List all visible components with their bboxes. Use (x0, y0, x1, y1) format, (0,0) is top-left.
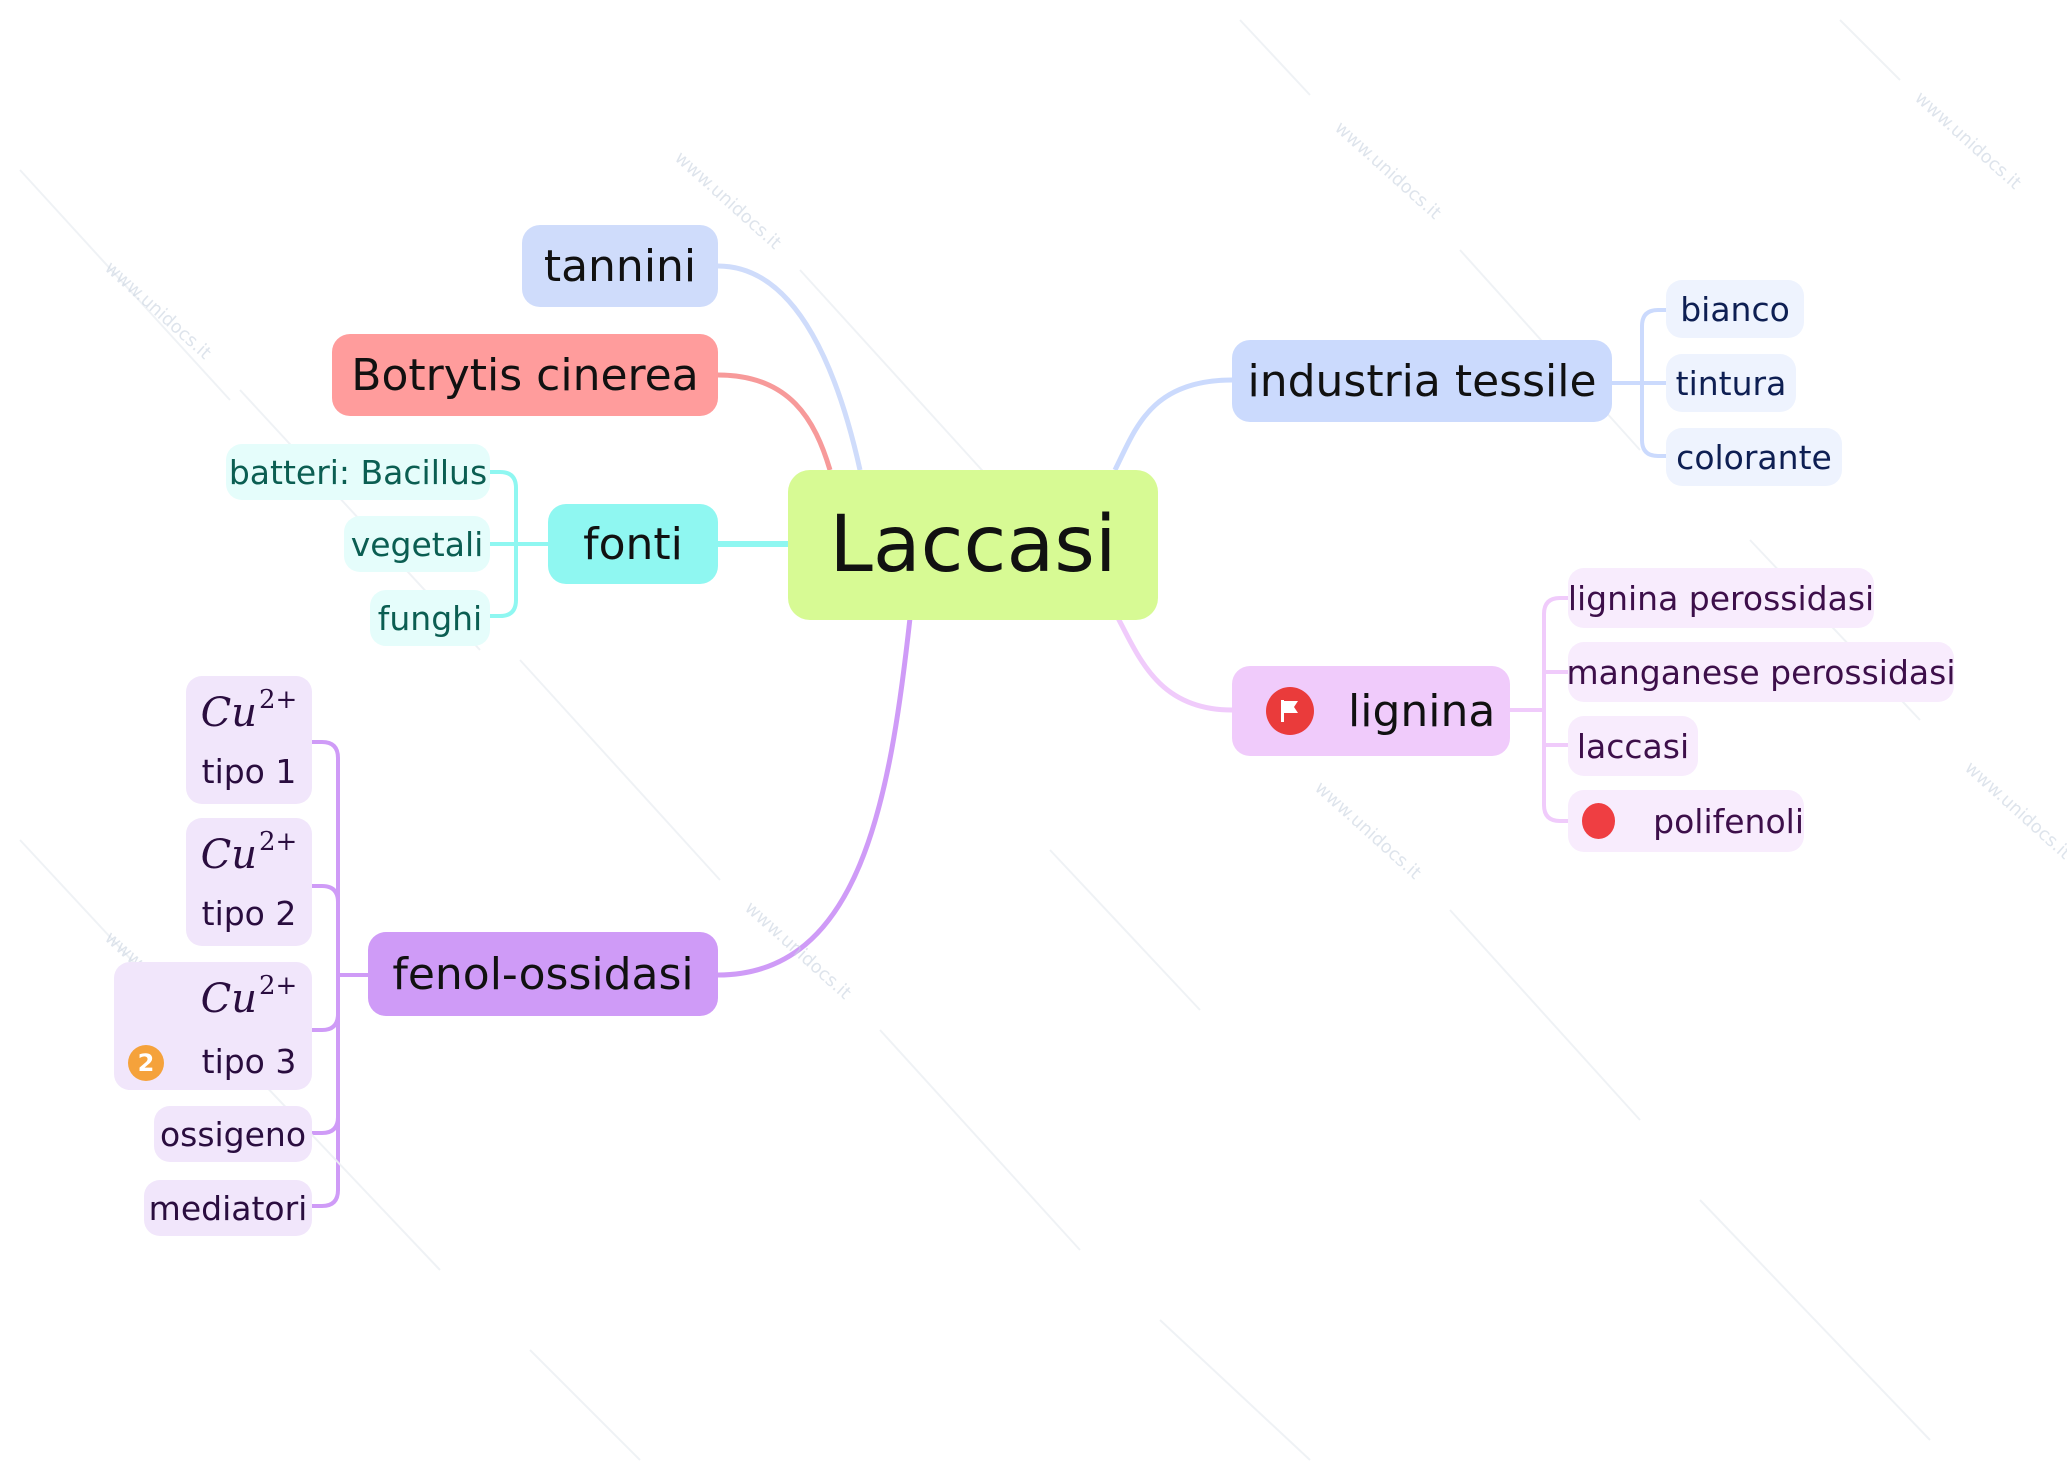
copper-formula: Cu2+ (200, 826, 298, 878)
copper-node-tipo2[interactable]: Cu2+ tipo 2 (186, 818, 312, 946)
industria-child-label: bianco (1680, 289, 1790, 329)
lignina-child-label: polifenoli (1653, 801, 1804, 841)
industria-child-label: tintura (1675, 363, 1787, 403)
link-fenol-ossigeno (312, 1116, 340, 1135)
copper-formula: Cu2+ (200, 684, 298, 736)
link-botrytis (717, 372, 833, 471)
root-node[interactable]: Laccasi (788, 470, 1158, 620)
copper-type-label: tipo 1 (201, 751, 297, 791)
fonti-child-label: vegetali (350, 524, 484, 564)
red-flag-icon (1266, 687, 1314, 735)
branch-tannini-label: tannini (543, 240, 697, 292)
link-lignina-group (1542, 596, 1568, 823)
lignina-child-label: laccasi (1576, 726, 1690, 766)
industria-child-bianco[interactable]: bianco (1666, 280, 1804, 338)
link-tannini (717, 263, 863, 471)
industria-child-colorante[interactable]: colorante (1666, 428, 1842, 486)
branch-fonti[interactable]: fonti (548, 504, 718, 584)
fonti-child-label: batteri: Bacillus (228, 452, 488, 492)
lignina-child-laccasi[interactable]: laccasi (1568, 716, 1698, 776)
lignina-child-label: manganese perossidasi (1566, 652, 1956, 692)
fenol-child-mediatori[interactable]: mediatori (144, 1180, 312, 1236)
branch-lignina-label: lignina (1348, 685, 1496, 737)
red-dot-icon (1582, 803, 1616, 839)
copper-node-tipo1[interactable]: Cu2+ tipo 1 (186, 676, 312, 804)
branch-fenol-label: fenol-ossidasi (392, 948, 694, 1000)
branch-industria-tessile[interactable]: industria tessile (1232, 340, 1612, 422)
industria-child-label: colorante (1676, 437, 1832, 477)
fenol-child-label: ossigeno (159, 1114, 307, 1154)
branch-botrytis-label: Botrytis cinerea (351, 349, 699, 401)
fenol-child-ossigeno[interactable]: ossigeno (154, 1106, 312, 1162)
fonti-child-label: funghi (377, 598, 483, 638)
fonti-child-funghi[interactable]: funghi (370, 590, 490, 646)
link-fenol (717, 617, 913, 978)
fonti-child-batteri[interactable]: batteri: Bacillus (226, 444, 490, 500)
branch-lignina[interactable]: lignina (1232, 666, 1510, 756)
link-fenol-tipo2 (312, 884, 340, 903)
lignina-child-polifenoli[interactable]: polifenoli (1568, 790, 1804, 852)
link-lignina (1115, 616, 1233, 713)
link-fenol-group (312, 740, 340, 1208)
link-industria (1112, 377, 1233, 472)
lignina-child-lignina-perossidasi[interactable]: lignina perossidasi (1568, 568, 1874, 628)
branch-tannini[interactable]: tannini (522, 225, 718, 307)
root-label: Laccasi (829, 500, 1117, 590)
lignina-child-manganese-perossidasi[interactable]: manganese perossidasi (1566, 642, 1956, 702)
link-fenol-tipo3 (312, 1013, 340, 1032)
branch-fenol-ossidasi[interactable]: fenol-ossidasi (368, 932, 718, 1016)
copper-node-tipo3[interactable]: Cu2+ 2 tipo 3 (114, 962, 312, 1090)
fenol-child-label: mediatori (148, 1188, 308, 1228)
fonti-child-vegetali[interactable]: vegetali (344, 516, 490, 572)
branch-fonti-label: fonti (583, 518, 683, 570)
priority-2-icon: 2 (128, 1045, 164, 1081)
copper-formula: Cu2+ (200, 970, 298, 1022)
branch-industria-label: industria tessile (1247, 355, 1597, 407)
copper-type-label: tipo 2 (201, 893, 297, 933)
lignina-child-label: lignina perossidasi (1567, 578, 1875, 618)
industria-child-tintura[interactable]: tintura (1666, 354, 1796, 412)
copper-type-label: tipo 3 (201, 1041, 297, 1081)
branch-botrytis[interactable]: Botrytis cinerea (332, 334, 718, 416)
